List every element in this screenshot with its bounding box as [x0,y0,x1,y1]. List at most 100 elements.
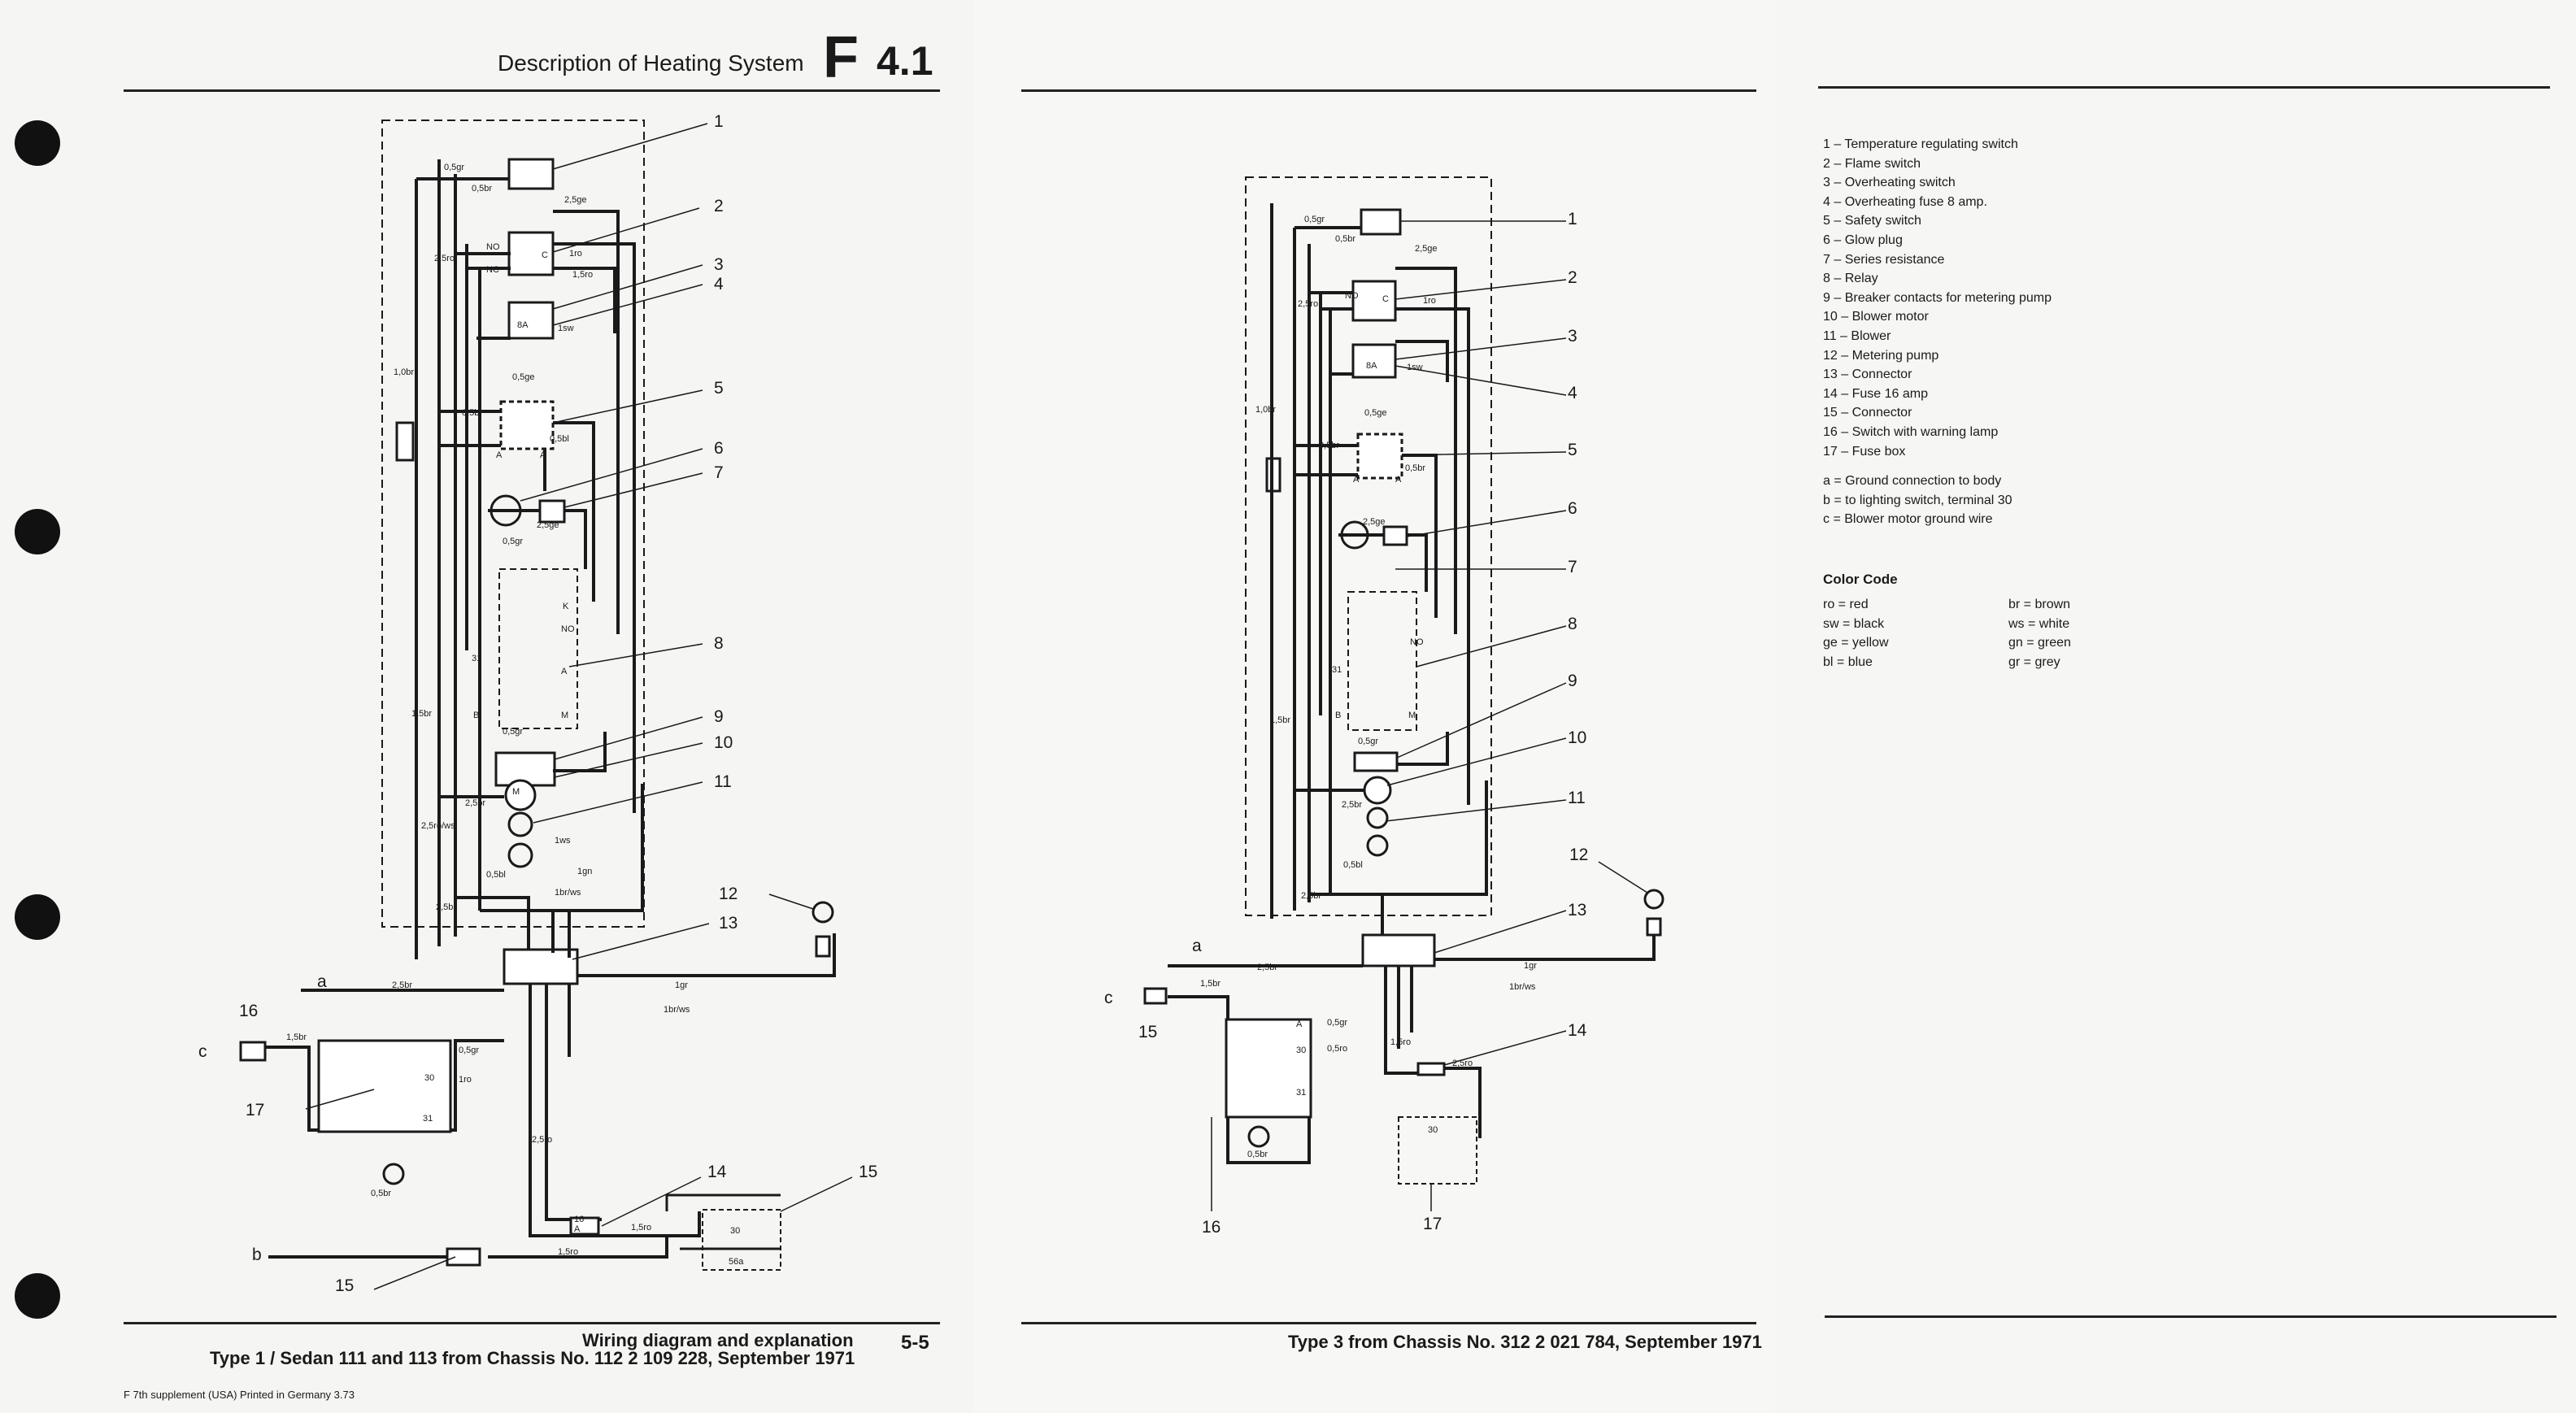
terminal-mark: 30 [730,1226,741,1236]
legend-item: 14 – Fuse 16 amp [1823,386,1928,401]
callout: 1 [714,112,724,131]
letter-notes: a = Ground connection to body b = to lig… [1823,472,2012,529]
legend-item: 1 – Temperature regulating switch [1823,137,2018,151]
diagram-type3 [1143,176,1664,1211]
callout: 6 [1568,499,1577,518]
section-number: 4.1 [877,38,933,84]
wire-label: 1sw [1407,363,1423,372]
callout: 6 [714,439,724,458]
footer-type3: Type 3 from Chassis No. 312 2 021 784, S… [1288,1332,1762,1352]
wire-label: 1ro [569,249,582,259]
note-item: c = Blower motor ground wire [1823,512,1993,527]
wire-label: 0,5ro [1327,1044,1348,1054]
callout: 4 [1568,384,1577,402]
wire-label: 0,5ge [512,372,535,382]
terminal-mark: 31 [1332,665,1342,675]
footer-rule [1825,1315,2556,1318]
wire-label: 1,5br [1270,715,1291,725]
callout: 15 [335,1276,355,1295]
wire-label: 1ro [1423,296,1436,306]
wire-label: 1,5ro [558,1247,579,1257]
wire-label: 1gr [1524,961,1537,971]
wire-label: 2,5br [1301,891,1322,901]
callout: 15 [1138,1023,1158,1041]
supplement-note: F 7th supplement (USA) Printed in German… [124,1389,355,1401]
color-code-item: ws = white [2008,616,2070,631]
right-page [1774,0,2576,1413]
wire-label: 0,5br [462,408,483,418]
callout: 7 [714,463,724,482]
wire-label: 1,5ro [572,270,594,280]
terminal-mark: 31 [1296,1088,1307,1098]
terminal-mark: A [540,450,546,460]
terminal-mark: B [473,711,480,720]
callout: 11 [714,772,732,791]
legend-item: 12 – Metering pump [1823,348,1939,363]
wire-label: 16 A [574,1215,585,1234]
callout: 10 [714,733,733,752]
wire-label: 0,5br [1319,441,1340,450]
page-number: 5-5 [901,1332,929,1354]
callout: 2 [1568,268,1577,287]
section-letter: F [823,25,859,90]
terminal-mark: M [561,711,569,720]
callout: 8 [1568,615,1577,633]
color-code-title: Color Code [1823,572,1898,587]
terminal-mark: NO [486,242,500,252]
wire-label: 0,5gr [1358,737,1379,746]
wire-label: 0,5br [1335,234,1356,244]
header-rule [1818,86,2550,89]
wire-label: 2,5br [1342,800,1363,810]
wire-label: 1,5ro [1390,1037,1412,1047]
binder-hole [15,894,60,940]
legend-item: 9 – Breaker contacts for metering pump [1823,290,2052,305]
binder-hole [15,1273,60,1319]
color-code-item: ro = red [1823,598,1869,611]
wire-label: 0,5ge [1364,408,1387,418]
legend-item: 5 – Safety switch [1823,214,1921,228]
wire-label: 0,5br [1405,463,1426,473]
legend-item: 3 – Overheating switch [1823,176,1956,190]
callout-letter: c [1104,989,1113,1007]
wire-label: 2,5ro [434,254,455,263]
color-code-table: ro = red br = brown sw = black ws = whit… [1823,595,2139,672]
binder-hole [15,509,60,554]
callout-letter: a [317,972,327,991]
wire-label: 2,5ro [1452,1059,1473,1068]
color-code-item: gn = green [2008,636,2071,650]
note-item: b = to lighting switch, terminal 30 [1823,493,2012,507]
binder-hole [15,120,60,166]
callout: 1 [1568,210,1577,228]
callout: 3 [1568,327,1577,346]
callout: 5 [714,379,724,398]
terminal-mark: 8A [1366,361,1377,371]
terminal-mark: A [496,450,503,460]
callout-letter: b [252,1246,262,1264]
terminal-mark: C [542,250,548,260]
terminal-mark: 30 [1296,1046,1307,1055]
legend-item: 15 – Connector [1823,406,1912,420]
color-code-item: br = brown [2008,598,2071,611]
callout: 7 [1568,558,1577,576]
wire-label: 0,5br [371,1189,392,1198]
diagram-type1 [239,120,853,1290]
callout: 4 [714,275,724,293]
wire-label: 1gn [577,867,593,876]
callout: 16 [239,1002,259,1020]
note-item: a = Ground connection to body [1823,474,2002,488]
terminal-mark: NO [1410,637,1424,647]
terminal-mark: NC [486,265,499,275]
callout: 8 [714,634,724,653]
wire-label: 0,5gr [503,537,524,546]
callout: 13 [719,914,738,933]
legend-item: 13 – Connector [1823,367,1912,382]
callout: 9 [714,707,724,726]
wire-label: 1br/ws [664,1005,690,1015]
color-code-item: sw = black [1823,616,1885,631]
wire-label: 2,5br [1257,963,1278,972]
wire-label: 0,5gr [1327,1018,1348,1028]
wire-label: 0,5gr [503,727,524,737]
wire-label: 0,5br [472,184,493,193]
legend-item: 8 – Relay [1823,272,1878,286]
